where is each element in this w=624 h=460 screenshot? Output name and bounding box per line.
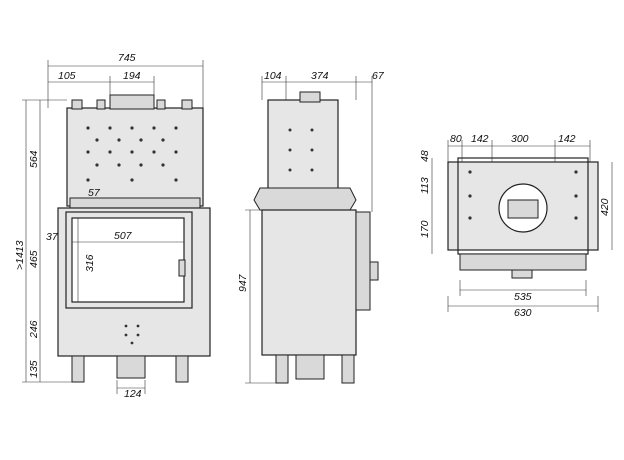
dim-745: 745 [118, 52, 136, 64]
side-firebox-body [261, 209, 357, 356]
front-lower-holes [124, 324, 140, 345]
dim-48: 48 [419, 150, 431, 162]
dim-170: 170 [419, 220, 431, 238]
front-bottom-outlet [116, 355, 146, 379]
dim-507: 507 [114, 230, 133, 242]
side-view [253, 91, 379, 384]
side-upper-housing [267, 99, 339, 197]
dim-142-right: 142 [558, 133, 576, 145]
dimension-lines [22, 60, 613, 394]
dim-57: 57 [88, 187, 101, 199]
front-right-tab [181, 99, 193, 110]
dim-135: 135 [28, 360, 40, 378]
front-left-leg [71, 355, 85, 383]
dim-194: 194 [123, 70, 141, 82]
front-left-tab [71, 99, 83, 110]
side-top-outlet [299, 91, 321, 103]
side-front-leg [341, 354, 355, 384]
dim-420: 420 [599, 198, 611, 216]
side-hinge-band [253, 187, 357, 211]
dimension-labels: 745 105 194 57 37 507 124 564 >1413 465 … [14, 52, 611, 400]
dim-80: 80 [450, 133, 462, 145]
top-view [447, 157, 599, 279]
dim-105: 105 [58, 70, 76, 82]
top-holes [468, 170, 578, 220]
dim-113: 113 [419, 177, 431, 194]
side-upper-holes [288, 128, 314, 172]
dim-316: 316 [84, 254, 96, 272]
dim-67: 67 [372, 70, 385, 82]
side-door-front [355, 211, 371, 311]
front-upper-holes [86, 126, 178, 182]
side-bottom-outlet [295, 354, 325, 380]
dim-465: 465 [28, 250, 40, 268]
dim-246: 246 [28, 320, 40, 339]
dim-124: 124 [124, 388, 142, 400]
dim-300: 300 [511, 133, 529, 145]
front-door-handle [178, 259, 186, 277]
front-right-leg [175, 355, 189, 383]
front-hinge-band [69, 197, 201, 209]
top-front-tab [511, 269, 533, 279]
top-front-rail [459, 253, 587, 271]
front-upper-housing [66, 107, 204, 207]
dim-630: 630 [514, 307, 532, 319]
dim-37: 37 [46, 231, 59, 243]
front-top-outlet [109, 94, 155, 110]
side-rear-leg [275, 354, 289, 384]
dim-104: 104 [264, 70, 282, 82]
dim-947: 947 [237, 273, 249, 292]
front-mid-left-tab [96, 99, 106, 110]
front-mid-right-tab [156, 99, 166, 110]
dim-1413: >1413 [14, 240, 26, 270]
dim-374: 374 [311, 70, 329, 82]
top-flue-bracket [507, 199, 539, 219]
dim-564: 564 [28, 150, 40, 168]
front-glass [71, 217, 185, 303]
front-door-frame [65, 211, 193, 309]
front-view [57, 94, 211, 383]
side-door-handle [369, 261, 379, 281]
dim-535: 535 [514, 291, 532, 303]
dim-142-left: 142 [471, 133, 489, 145]
